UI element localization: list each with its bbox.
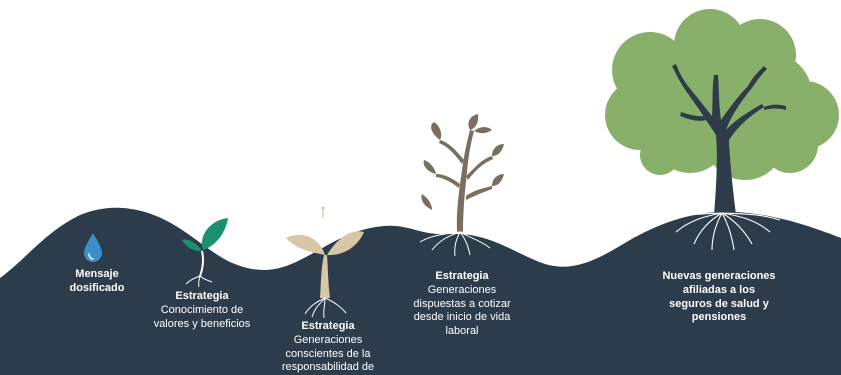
young-plant-icon bbox=[419, 114, 504, 257]
seedling-icon bbox=[286, 206, 364, 319]
water-drop-icon bbox=[84, 233, 102, 262]
stage-3-heading: Estrategia bbox=[301, 320, 355, 332]
sprout-icon bbox=[182, 218, 228, 288]
stage-2-heading: Estrategia bbox=[175, 290, 229, 302]
stage-4-heading: Estrategia bbox=[435, 270, 489, 282]
ground-hills bbox=[0, 207, 841, 375]
tree-icon bbox=[605, 9, 839, 251]
